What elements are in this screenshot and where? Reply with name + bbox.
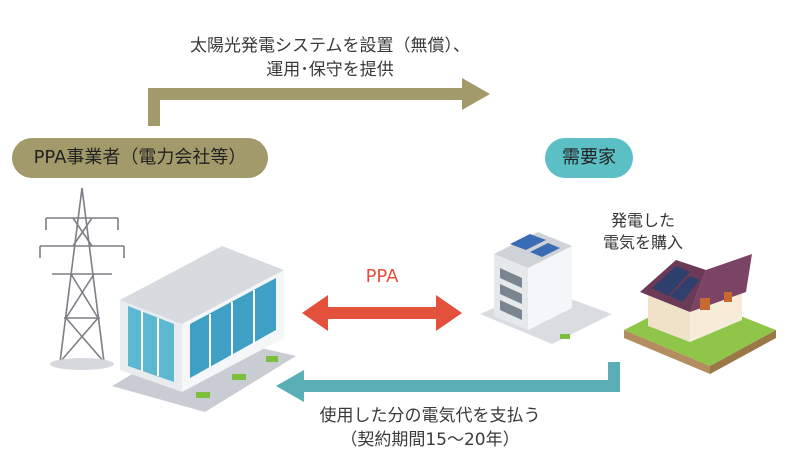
install-caption-line-1: 太陽光発電システムを設置（無償）、: [190, 36, 470, 56]
house-icon: [624, 254, 776, 374]
ppa-provider-badge: PPA事業者（電力会社等）: [12, 138, 268, 178]
transmission-tower-icon: [39, 187, 125, 363]
payment-caption-line-2: （契約期間15～20年）: [340, 430, 520, 450]
payment-caption: 使用した分の電気代を支払う （契約期間15～20年）: [250, 404, 610, 452]
tower-shadow: [50, 358, 114, 370]
install-caption-line-2: 運用･保守を提供: [266, 60, 394, 80]
payment-caption-line-1: 使用した分の電気代を支払う: [319, 406, 541, 426]
ppa-label: PPA: [365, 266, 399, 287]
install-service-caption: 太陽光発電システムを設置（無償）、 運用･保守を提供: [150, 34, 510, 82]
customer-badge: 需要家: [545, 138, 633, 178]
ppa-contract-arrow: [302, 295, 462, 331]
payment-arrow: [276, 362, 620, 402]
install-service-arrow: [148, 78, 490, 126]
buy-caption-line-2: 電気を購入: [602, 233, 683, 252]
customer-building-icon: [480, 232, 612, 344]
office-building-icon: [112, 246, 296, 412]
buy-electricity-caption: 発電した 電気を購入: [588, 210, 698, 254]
buy-caption-line-1: 発電した: [610, 211, 675, 230]
